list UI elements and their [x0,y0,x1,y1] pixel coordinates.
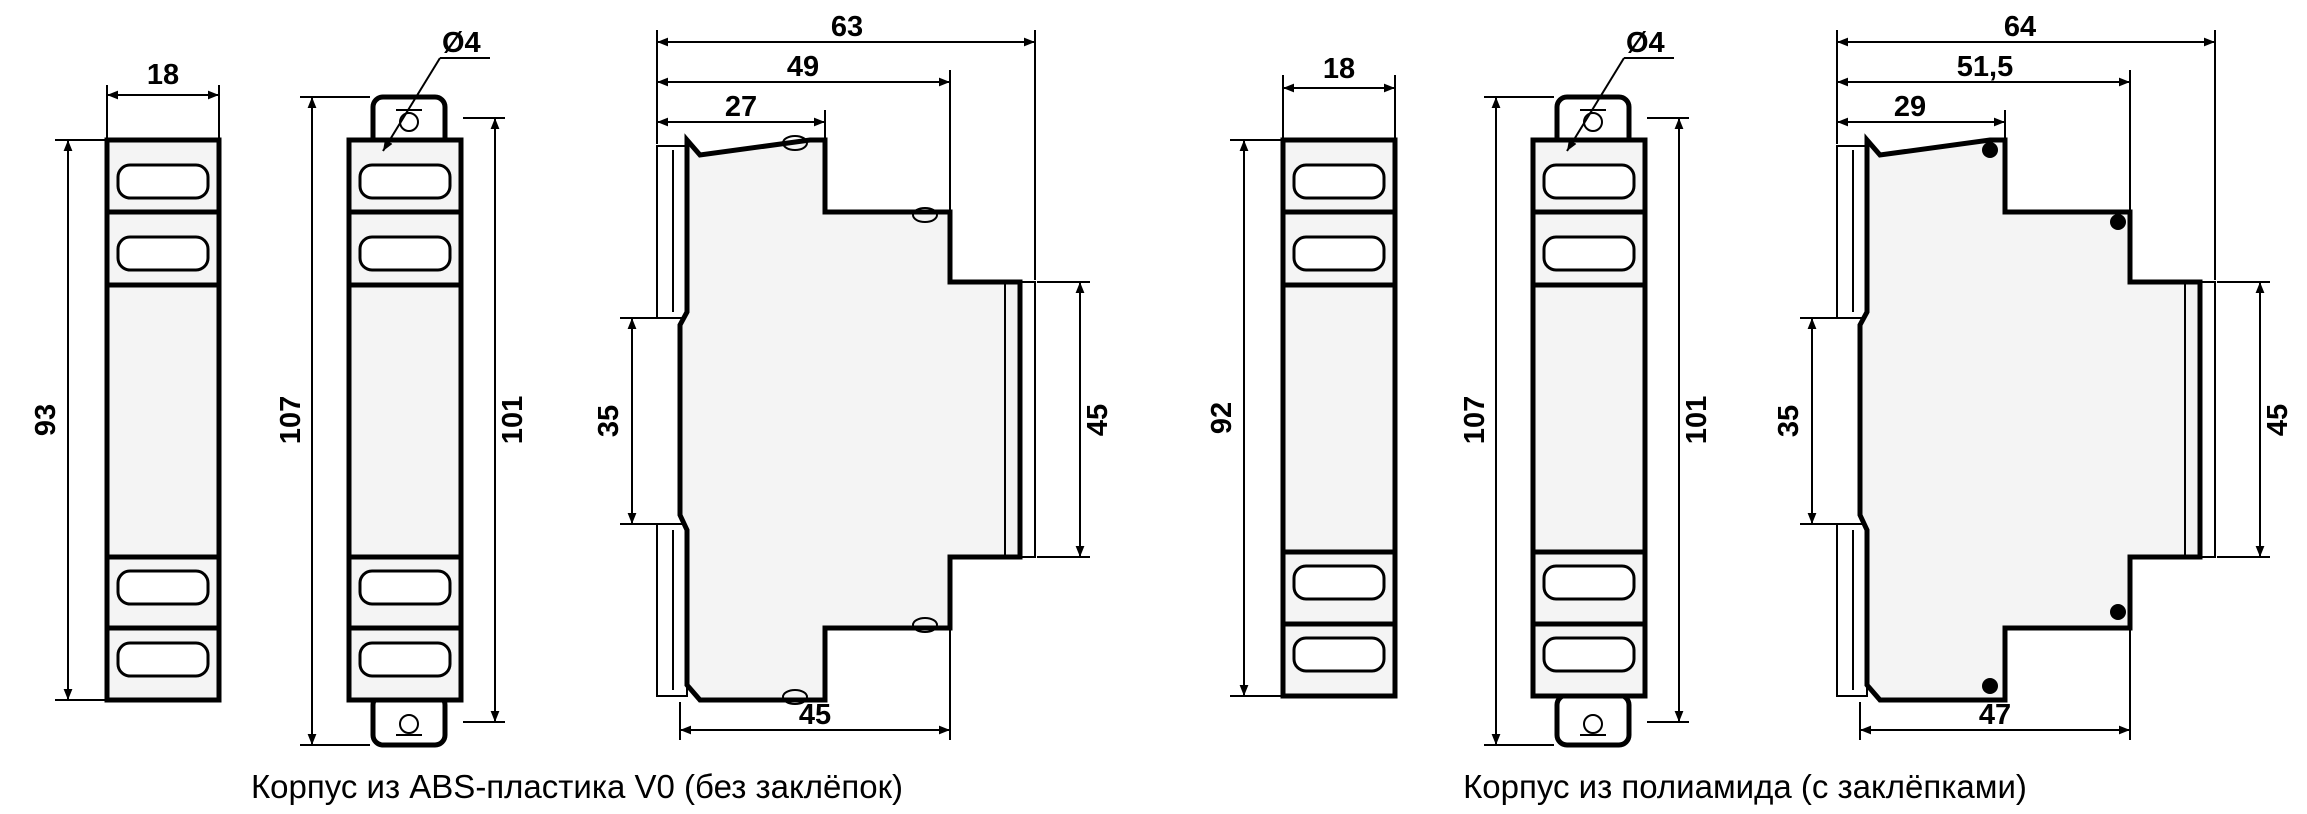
polyamide-side-step2-depth-label: 51,5 [1957,51,2013,83]
abs-front-view: 18 93 [30,59,222,703]
abs-front-height-label: 93 [30,404,62,436]
polyamide-mount-total-height-label: 107 [1459,396,1491,444]
abs-side-bottom-depth-label: 45 [799,699,831,731]
polyamide-side-view: 64 51,5 29 35 45 47 [1773,11,2294,740]
polyamide-side-step1-depth-label: 29 [1894,91,1926,123]
abs-side-view: 63 49 27 35 45 45 [593,11,1114,740]
polyamide-caption: Корпус из полиамида (с заклёпками) [1463,768,2027,805]
abs-side-step2-depth-label: 49 [787,51,819,83]
polyamide-front-width-label: 18 [1323,53,1355,85]
polyamide-hole-diameter-label: Ø4 [1626,27,1665,59]
polyamide-side-front-height-label: 45 [2262,404,2294,436]
abs-side-front-height-label: 45 [1082,404,1114,436]
abs-mount-body-height-label: 101 [497,396,529,444]
abs-side-total-depth-label: 63 [831,11,863,43]
polyamide-side-bottom-depth-label: 47 [1979,699,2011,731]
abs-side-rail-label: 35 [593,405,625,437]
polyamide-mount-body-height-label: 101 [1681,396,1713,444]
polyamide-side-total-depth-label: 64 [2004,11,2036,43]
abs-front-width-label: 18 [147,59,179,91]
polyamide-mounting-view: Ø4 107 101 [1459,27,1713,748]
abs-side-step1-depth-label: 27 [725,91,757,123]
polyamide-side-rail-label: 35 [1773,405,1805,437]
abs-mount-total-height-label: 107 [275,396,307,444]
abs-hole-diameter-label: Ø4 [442,27,481,59]
polyamide-front-height-label: 92 [1206,402,1238,434]
abs-caption: Корпус из ABS-пластика V0 (без заклёпок) [251,768,903,805]
polyamide-front-view: 18 92 [1206,53,1398,699]
abs-mounting-view: Ø4 107 101 [275,27,529,748]
